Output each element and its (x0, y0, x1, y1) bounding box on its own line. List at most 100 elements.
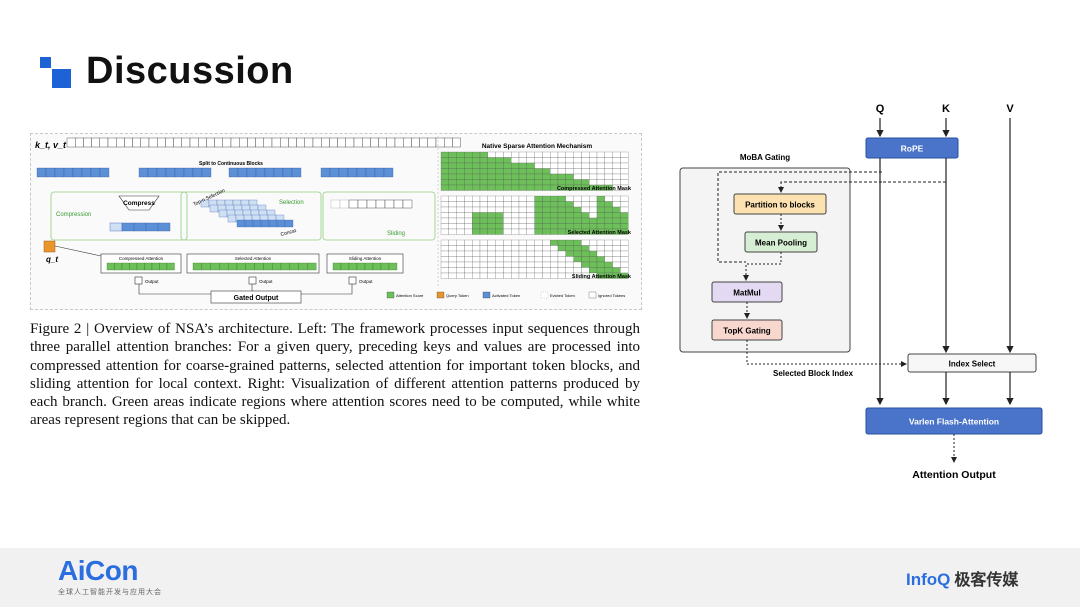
mask-cell (565, 267, 574, 274)
mask-cell (565, 201, 574, 208)
split-label: Split to Continuous Blocks (199, 161, 263, 167)
partition-label: Partition to blocks (745, 201, 815, 210)
mask-cell (479, 245, 488, 252)
mask-cell (534, 206, 543, 213)
mask-cell (620, 217, 629, 224)
mask-cell (503, 250, 512, 257)
mask-cell (589, 250, 598, 257)
mask-cell (456, 212, 465, 219)
mask-cell (472, 239, 481, 246)
attn-cell (144, 262, 153, 271)
mask-cell (573, 173, 582, 180)
mask-cell (612, 223, 621, 230)
token-cell (255, 137, 265, 148)
mask-cell (448, 256, 457, 263)
sliding-cell (375, 199, 386, 209)
mask-cell (464, 195, 473, 202)
mask-cell (589, 206, 598, 213)
mask-cell (503, 184, 512, 191)
token-cell (337, 137, 347, 148)
block-cell (183, 167, 194, 178)
mask-cell (542, 201, 551, 208)
mask-cell (589, 151, 598, 158)
mask-cell (511, 168, 520, 175)
sliding-row (330, 199, 413, 209)
mask-cell (448, 168, 457, 175)
mask-cell (573, 267, 582, 274)
block-cell (156, 167, 167, 178)
mask-cell (604, 239, 613, 246)
sliding-cell (402, 199, 413, 209)
mask-cell (518, 250, 527, 257)
token-cell (296, 137, 306, 148)
mask-cell (495, 206, 504, 213)
mask-cell (542, 256, 551, 263)
token-cell (222, 137, 232, 148)
mask-cell (573, 151, 582, 158)
mask-cell (472, 206, 481, 213)
mask-cell (479, 206, 488, 213)
mask-cell (440, 250, 449, 257)
mask-cell (526, 157, 535, 164)
mask-cell (456, 195, 465, 202)
mask-cell (464, 184, 473, 191)
mask-cell (440, 168, 449, 175)
mask-cell (464, 239, 473, 246)
token-cell (214, 137, 224, 148)
token-cell (66, 137, 76, 148)
mask-cell (448, 261, 457, 268)
token-cell (140, 137, 150, 148)
mask-cell (456, 179, 465, 186)
mask-cell (557, 173, 566, 180)
sliding-cell (366, 199, 377, 209)
mask-cell (479, 239, 488, 246)
mask-cell (604, 250, 613, 257)
mask-cell (464, 162, 473, 169)
attn-cell (201, 262, 211, 271)
mask-cell (518, 212, 527, 219)
mask-cell (596, 206, 605, 213)
mask-cell (557, 195, 566, 202)
mask-cell (573, 212, 582, 219)
mask-cell (511, 212, 520, 219)
mask-cell (448, 206, 457, 213)
block-cell (81, 167, 92, 178)
block-cell (338, 167, 349, 178)
attn-cell (298, 262, 308, 271)
mask-cell (511, 206, 520, 213)
mask-cell (589, 223, 598, 230)
mask-cell (557, 179, 566, 186)
mask-cell (565, 261, 574, 268)
mask-cell (612, 212, 621, 219)
mask-cell (511, 173, 520, 180)
token-cell (263, 137, 273, 148)
token-cell (362, 137, 371, 148)
mask-cell (456, 157, 465, 164)
token-cell (370, 137, 379, 148)
mask-cell (518, 228, 527, 235)
mask-cell (518, 151, 527, 158)
mask-cell (604, 217, 613, 224)
mask-cell (518, 261, 527, 268)
mask-cell (526, 250, 535, 257)
mask-cell (620, 179, 629, 186)
mask-cell (589, 201, 598, 208)
mask-cell (604, 162, 613, 169)
token-cell (156, 137, 166, 148)
selection-label: Selection (279, 200, 304, 206)
attn-cell (356, 262, 366, 271)
mask-cell (487, 184, 496, 191)
mask-cell (518, 201, 527, 208)
partition-box (733, 193, 827, 215)
token-cell (75, 137, 84, 148)
mask-cell (487, 212, 496, 219)
mask-cell (464, 261, 473, 268)
mask-cell (495, 261, 504, 268)
mask-cell (448, 223, 457, 230)
mask-cell (526, 173, 535, 180)
mask-cell (511, 157, 520, 164)
mask-cell (550, 267, 559, 274)
mask-cell (596, 217, 605, 224)
mask-cell (565, 151, 574, 158)
mask-cell (440, 206, 449, 213)
